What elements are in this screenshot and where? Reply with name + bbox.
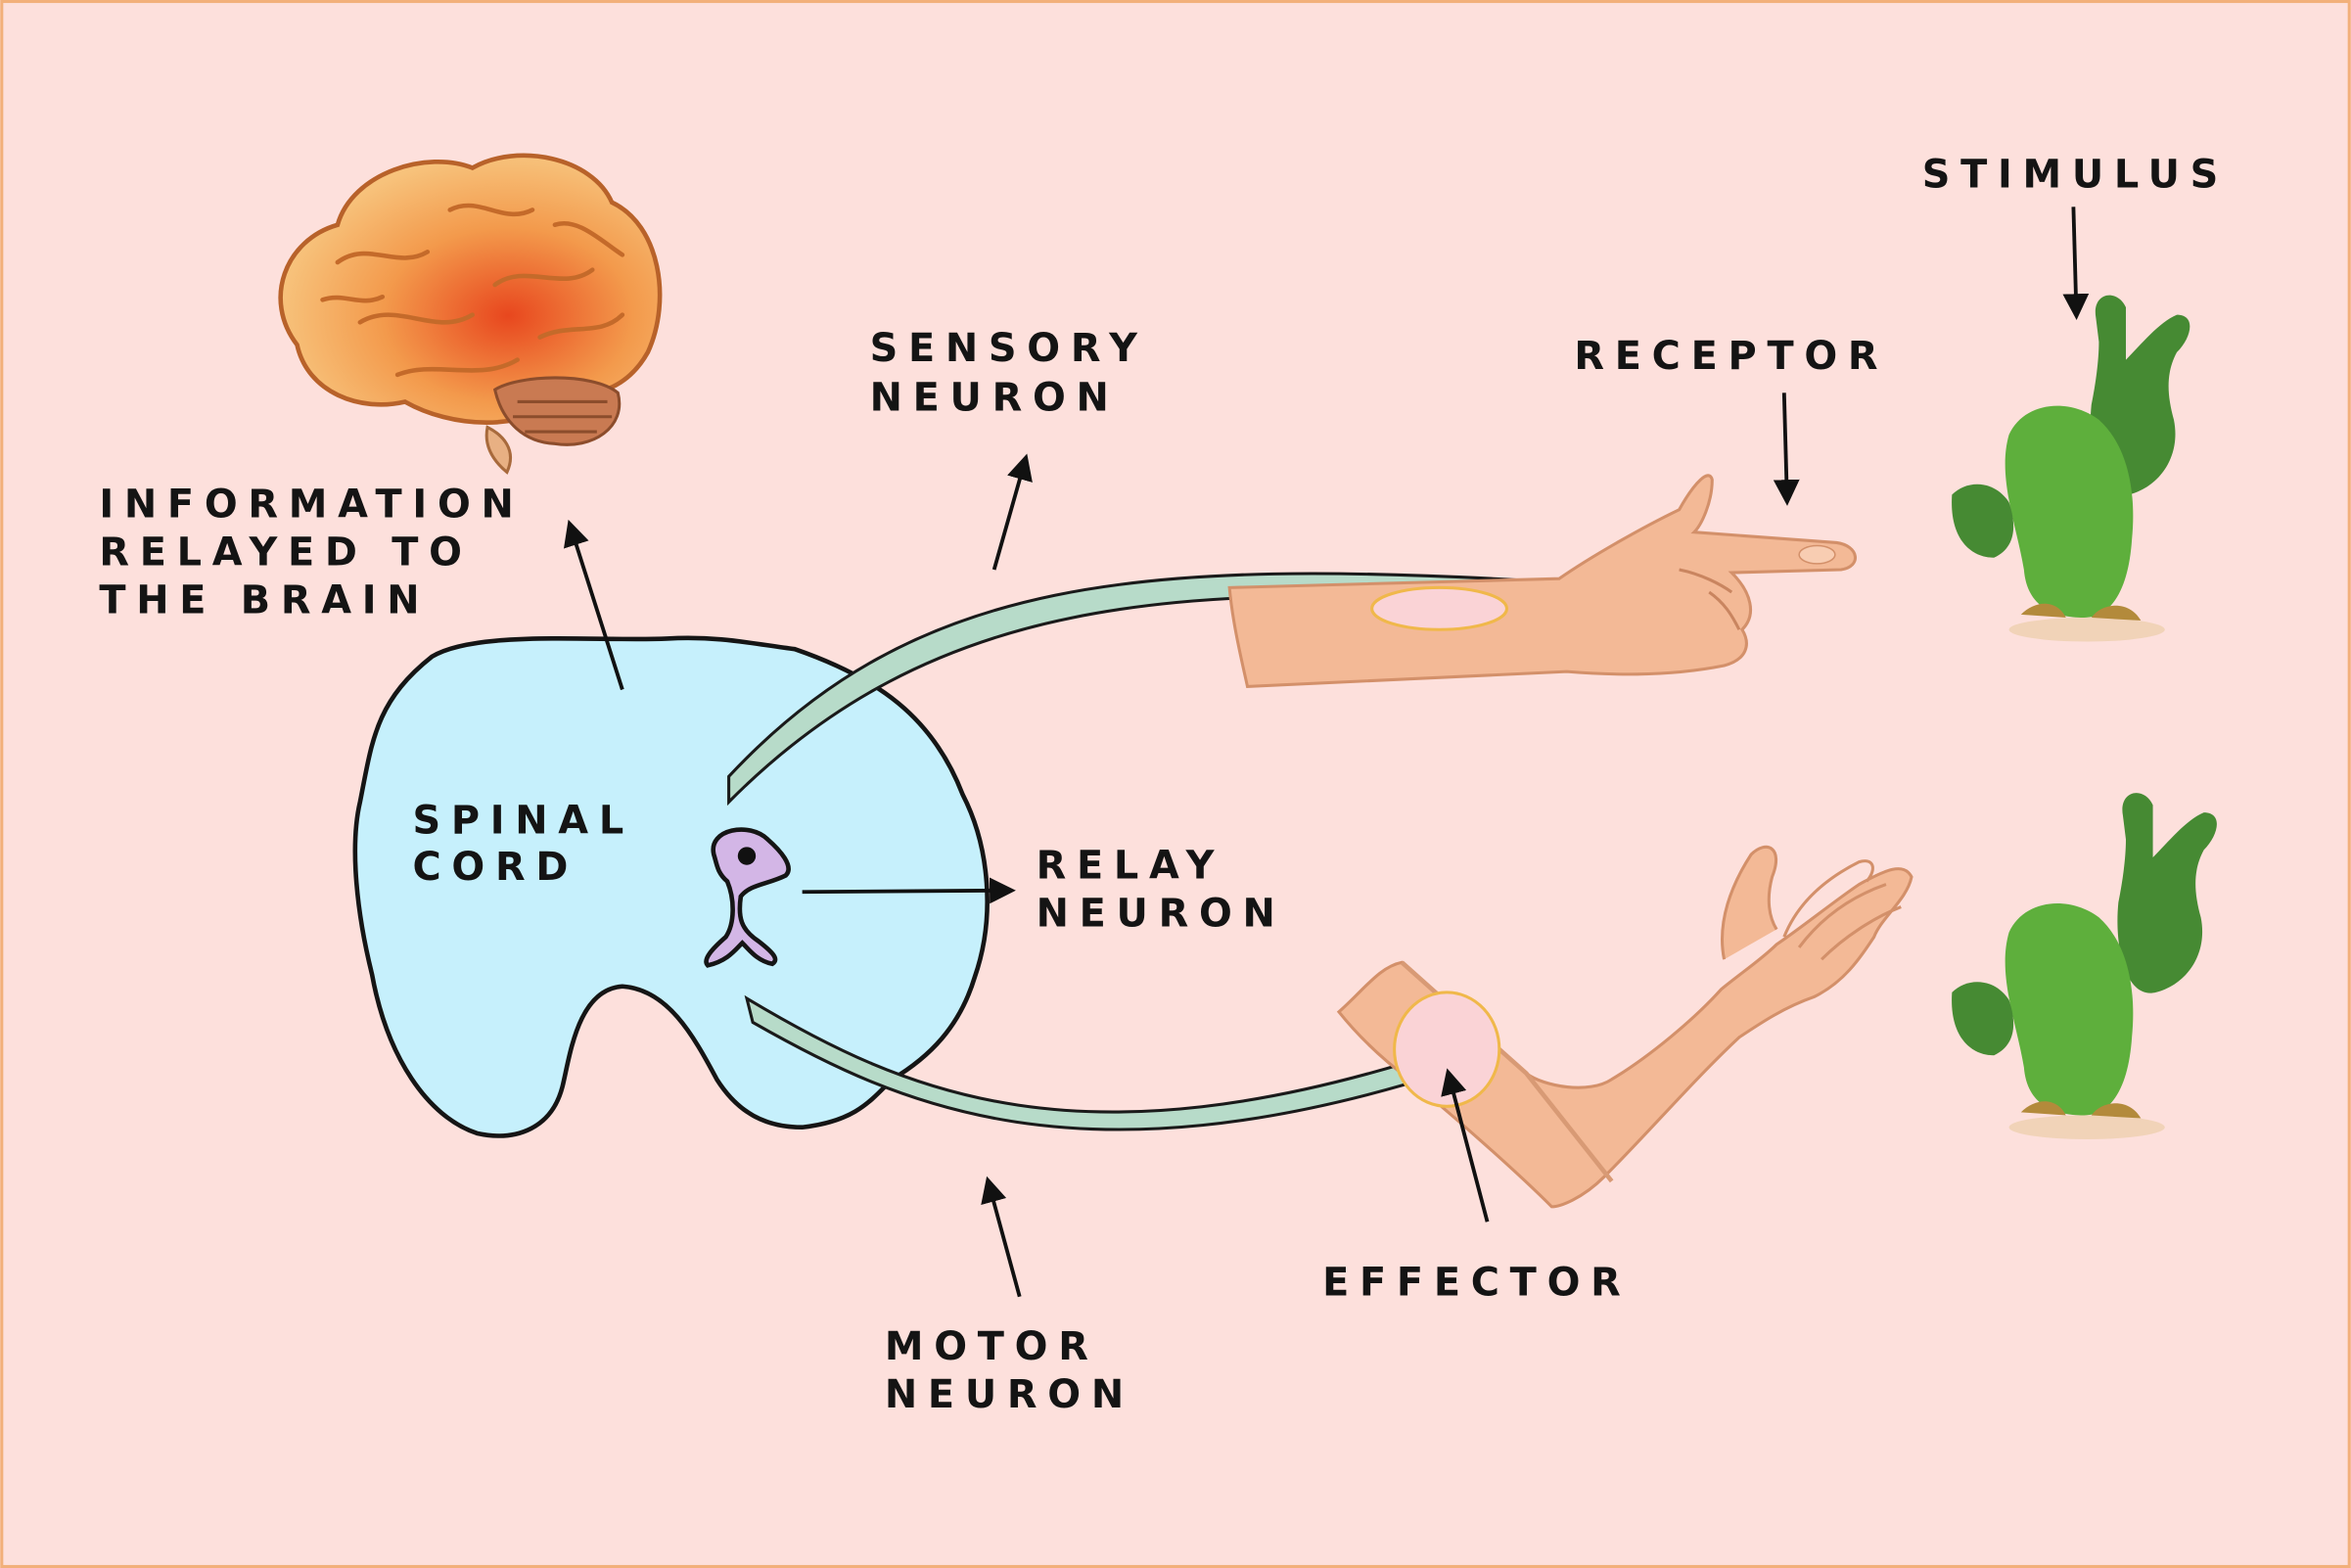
arm-pointing-illustration bbox=[1227, 474, 1857, 689]
label-relay-neuron-line2: NEURON bbox=[1037, 891, 1286, 936]
label-spinal-cord-line2: CORD bbox=[412, 845, 578, 890]
arm-bent-illustration bbox=[1336, 845, 1913, 1209]
arrow-effector bbox=[1441, 1068, 1490, 1222]
brain-illustration bbox=[278, 153, 663, 475]
label-receptor: RECEPTOR bbox=[1574, 334, 1888, 379]
arrow-motor-neuron bbox=[981, 1176, 1022, 1298]
label-relay-neuron-line1: RELAY bbox=[1037, 843, 1225, 888]
arrow-stimulus bbox=[2062, 207, 2090, 320]
spinal-cord-shape bbox=[352, 635, 990, 1138]
relay-neuron-cell bbox=[704, 827, 791, 968]
label-stimulus: STIMULUS bbox=[1922, 152, 2229, 197]
arrow-relay-neuron bbox=[802, 877, 1016, 904]
arrow-receptor bbox=[1773, 392, 1800, 506]
cactus-lower-illustration bbox=[1952, 793, 2217, 1139]
label-information-line1: INFORMATION bbox=[99, 482, 524, 527]
label-motor-neuron-line2: NEURON bbox=[885, 1372, 1134, 1417]
label-spinal-cord-line1: SPINAL bbox=[412, 799, 634, 844]
label-information-line2: RELAYED TO bbox=[99, 530, 472, 575]
arrow-sensory-neuron bbox=[991, 453, 1033, 571]
label-information-line3: THE BRAIN bbox=[99, 577, 430, 623]
label-sensory-neuron-line1: SENSORY bbox=[870, 326, 1148, 371]
arrow-to-brain bbox=[563, 519, 624, 691]
label-sensory-neuron-line2: NEURON bbox=[870, 376, 1120, 421]
label-motor-neuron-line1: MOTOR bbox=[885, 1324, 1099, 1369]
label-effector: EFFECTOR bbox=[1322, 1260, 1631, 1305]
cactus-upper-illustration bbox=[1952, 295, 2190, 642]
